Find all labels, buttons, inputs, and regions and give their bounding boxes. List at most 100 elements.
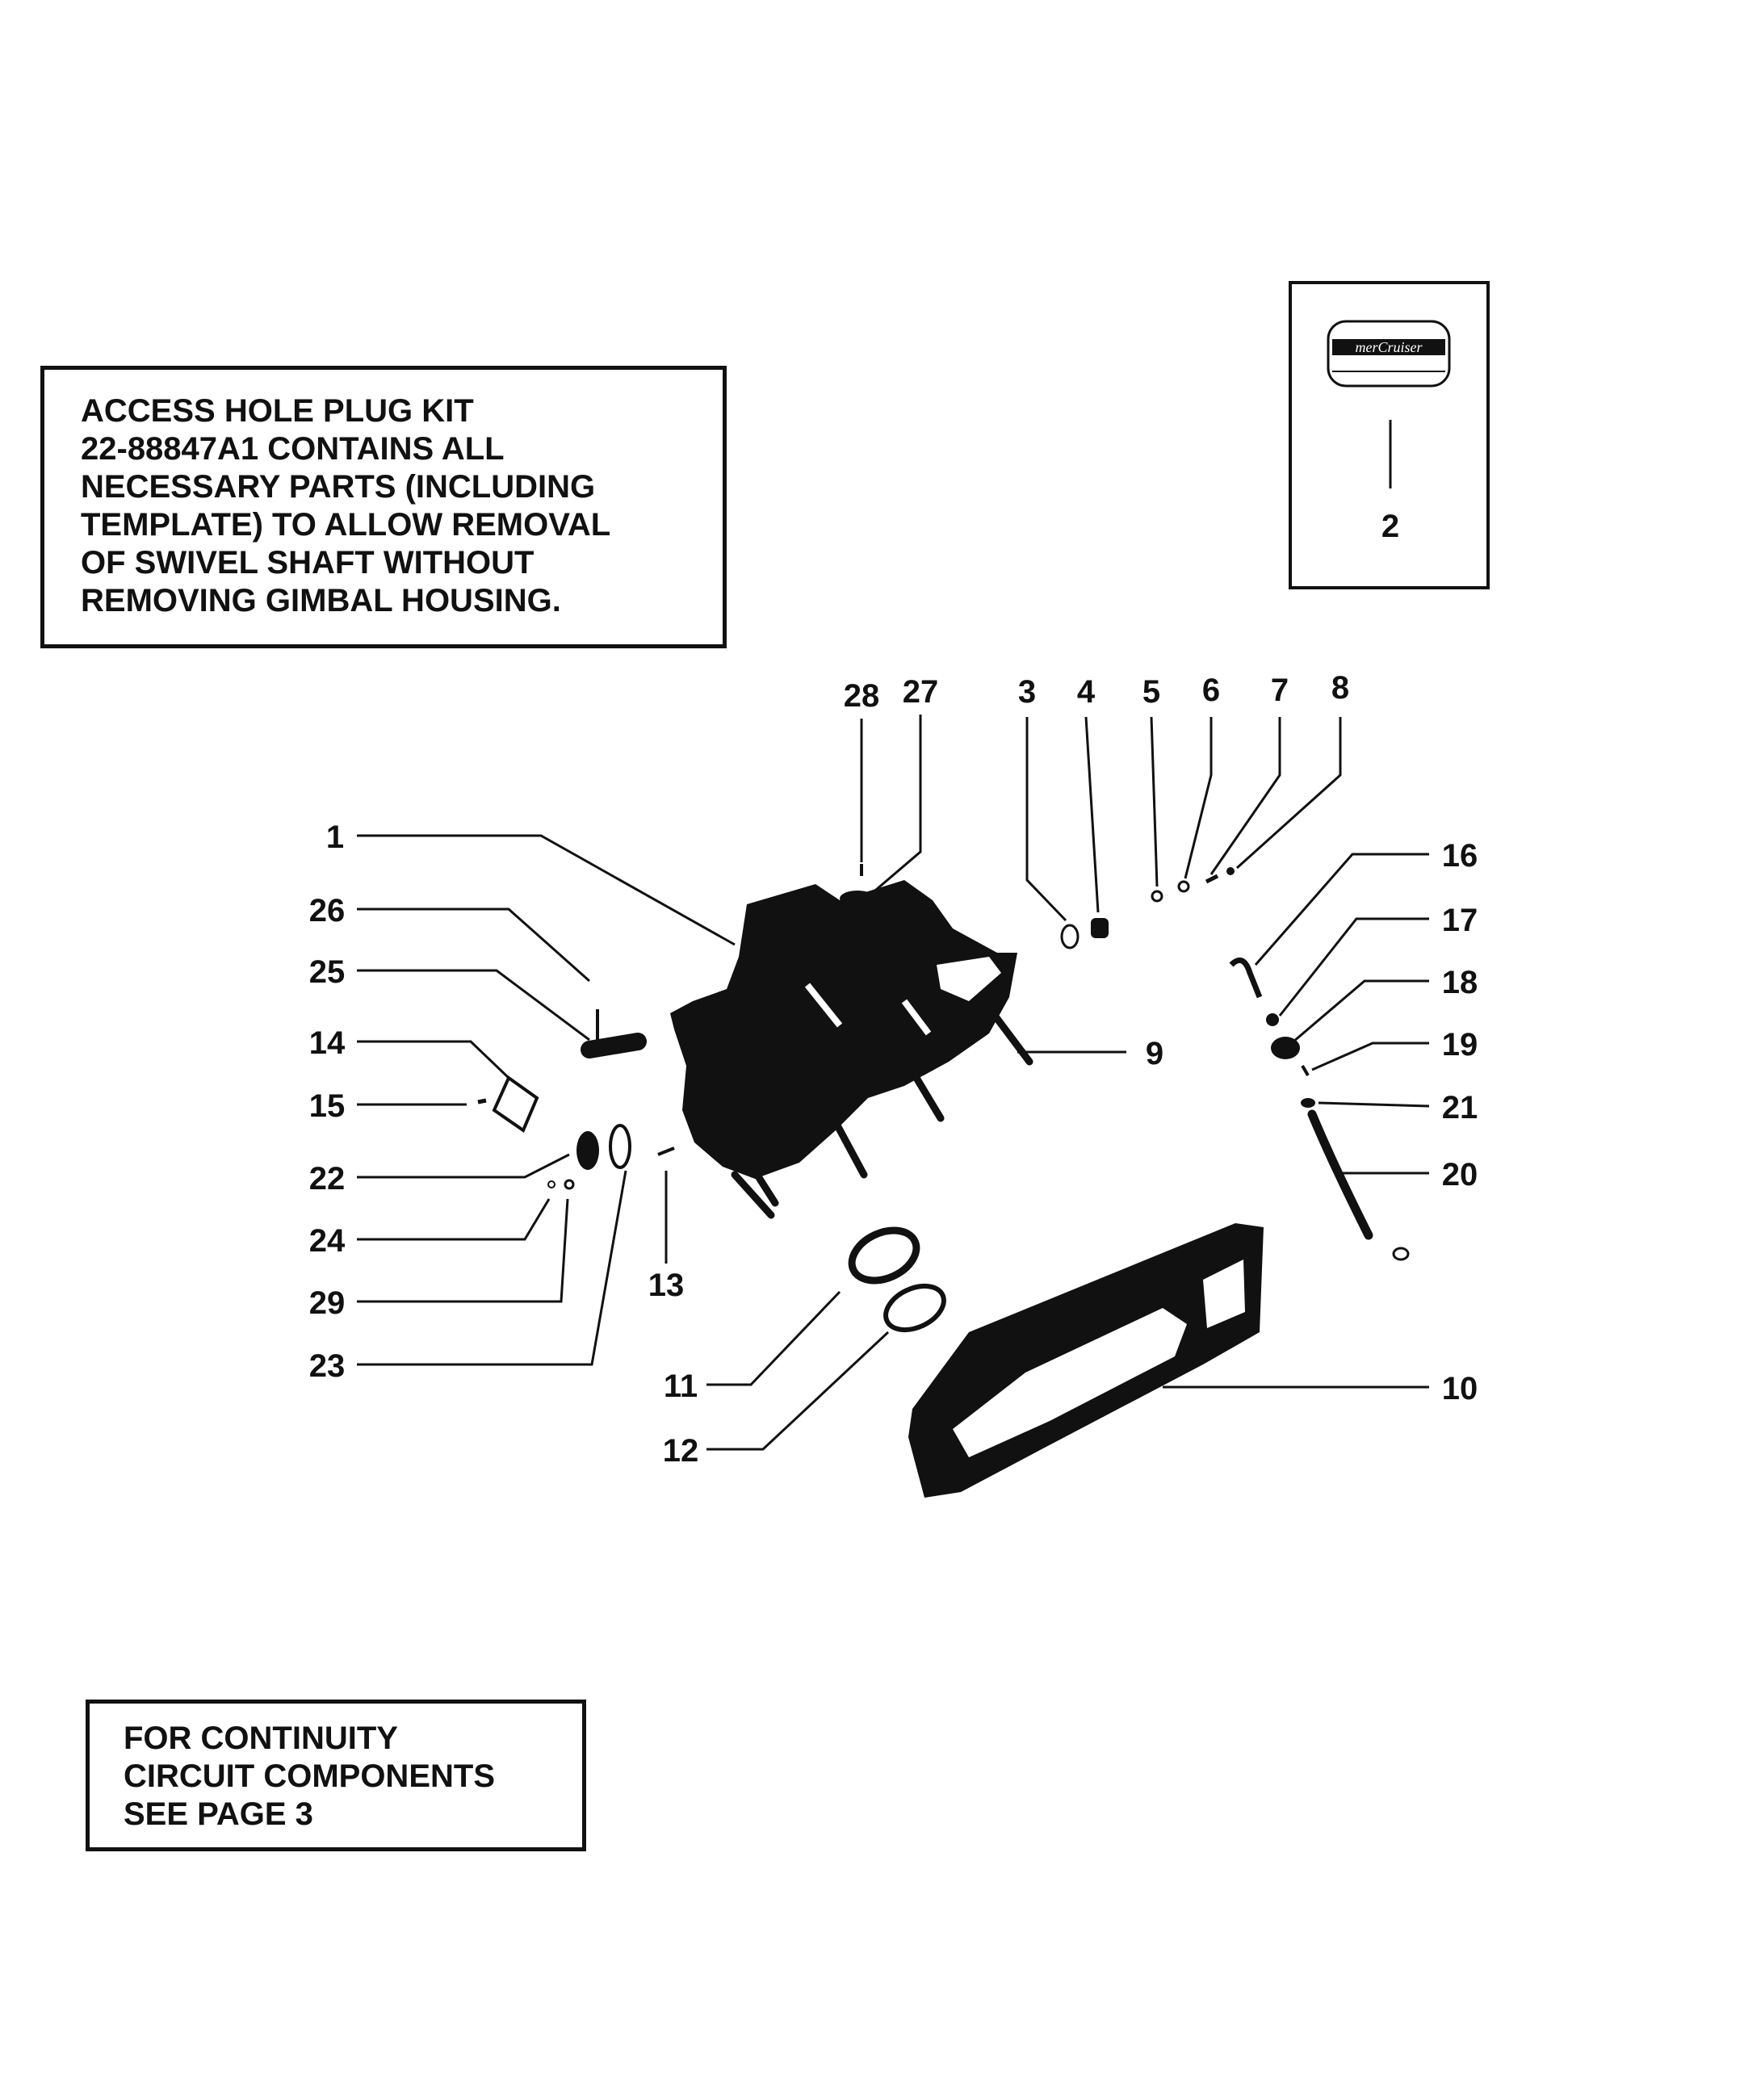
part-24 xyxy=(547,1180,555,1188)
small-parts xyxy=(477,864,1410,1333)
gimbal-housing-body xyxy=(670,880,1017,1179)
callout-8: 8 xyxy=(1331,670,1349,706)
callout-10: 10 xyxy=(1442,1371,1478,1406)
callout-4: 4 xyxy=(1077,674,1096,710)
note-line: OF SWIVEL SHAFT WITHOUT xyxy=(81,545,535,581)
decal-logo xyxy=(1327,320,1451,388)
callout-26: 26 xyxy=(309,893,346,928)
callout-21: 21 xyxy=(1442,1090,1478,1125)
gasket-opening xyxy=(953,1308,1187,1457)
callout-3: 3 xyxy=(1018,674,1036,710)
callout-16: 16 xyxy=(1442,838,1478,874)
gimbal-housing-highlight xyxy=(804,983,843,1028)
leader-line xyxy=(1278,917,1429,1016)
callout-18: 18 xyxy=(1442,965,1478,1000)
part-22 xyxy=(576,1131,599,1170)
leader-line xyxy=(1235,717,1342,870)
continuity-circuit-note: FOR CONTINUITY CIRCUIT COMPONENTS SEE PA… xyxy=(86,1700,586,1851)
note-line: NECESSARY PARTS (INCLUDING xyxy=(81,469,596,505)
note-line: SEE PAGE 3 xyxy=(124,1796,313,1832)
part-11 xyxy=(848,1226,920,1285)
decal-logo-band xyxy=(1332,339,1445,355)
leader-line xyxy=(1209,717,1281,875)
gasket-window xyxy=(1203,1260,1245,1328)
leader-line xyxy=(357,1153,570,1179)
leader-line xyxy=(357,907,590,983)
note-line: TEMPLATE) TO ALLOW REMOVAL xyxy=(81,507,611,543)
part-25 xyxy=(581,1033,647,1058)
leader-line xyxy=(357,1198,551,1241)
callout-7: 7 xyxy=(1271,673,1289,708)
note-line: ACCESS HOLE PLUG KIT xyxy=(81,393,474,429)
callout-25: 25 xyxy=(309,954,346,990)
leader-line xyxy=(706,1331,890,1451)
callout-9: 9 xyxy=(1146,1036,1163,1071)
callouts: 1 26 25 14 15 22 24 29 23 13 11 12 28 27… xyxy=(309,670,1478,1469)
part-4 xyxy=(1091,918,1109,938)
callout-24: 24 xyxy=(309,1223,346,1259)
stud xyxy=(989,1009,1033,1066)
part-27-ring xyxy=(840,891,875,907)
leaders xyxy=(357,715,1430,1451)
callout-15: 15 xyxy=(309,1088,346,1124)
part-6 xyxy=(1177,880,1190,893)
part-13 xyxy=(657,1146,675,1156)
part-19 xyxy=(1301,1064,1310,1077)
part-5 xyxy=(1151,890,1163,903)
part-23 xyxy=(609,1124,631,1169)
part-3 xyxy=(1060,924,1080,949)
part-18 xyxy=(1271,1037,1300,1059)
part-20 xyxy=(1307,1109,1373,1240)
callout-6: 6 xyxy=(1202,673,1220,708)
decal-part-2: merCruiser 2 xyxy=(1289,281,1490,589)
gimbal-housing-highlight xyxy=(937,957,1001,1001)
leader-line xyxy=(1184,717,1213,879)
callout-23: 23 xyxy=(309,1348,346,1384)
part-20-end xyxy=(1392,1247,1410,1261)
callout-14: 14 xyxy=(309,1025,346,1061)
stud xyxy=(912,1074,945,1122)
leader-line xyxy=(1150,716,1159,887)
callout-1: 1 xyxy=(326,819,344,855)
leader-line xyxy=(1318,1101,1430,1108)
callout-20: 20 xyxy=(1442,1157,1478,1193)
leader-line xyxy=(1293,979,1429,1043)
callout-13: 13 xyxy=(648,1268,685,1303)
part-15 xyxy=(477,1098,487,1104)
access-hole-plug-kit-note: ACCESS HOLE PLUG KIT 22-88847A1 CONTAINS… xyxy=(40,366,727,648)
decal-brand-text: merCruiser xyxy=(1355,339,1423,355)
stud xyxy=(743,1155,779,1207)
callout-28: 28 xyxy=(844,678,880,714)
leader-line xyxy=(1311,1042,1429,1071)
callout-11: 11 xyxy=(664,1369,698,1404)
callout-29: 29 xyxy=(309,1285,346,1321)
part-16 xyxy=(1229,957,1263,999)
callout-17: 17 xyxy=(1442,903,1478,938)
stud xyxy=(731,1171,775,1219)
callout-19: 19 xyxy=(1442,1027,1478,1063)
callout-27: 27 xyxy=(903,674,939,710)
part-12 xyxy=(883,1283,946,1333)
part-14 xyxy=(492,1075,539,1134)
note-line: CIRCUIT COMPONENTS xyxy=(124,1758,495,1794)
note-line: FOR CONTINUITY xyxy=(124,1721,398,1756)
leader-line xyxy=(1254,853,1429,966)
gimbal-housing-highlight xyxy=(901,999,932,1036)
note-line: 22-88847A1 CONTAINS ALL xyxy=(81,431,505,467)
leader-line xyxy=(357,1040,510,1079)
leader-line xyxy=(357,969,590,1042)
callout-22: 22 xyxy=(309,1161,346,1197)
leader-line xyxy=(1084,716,1100,913)
callout-2: 2 xyxy=(1381,509,1399,544)
gimbal-housing xyxy=(670,880,1017,1179)
part-21 xyxy=(1301,1098,1315,1108)
part-29 xyxy=(564,1179,575,1190)
studs xyxy=(731,1009,1033,1219)
part-17 xyxy=(1266,1013,1279,1026)
stud xyxy=(832,1118,868,1179)
part-8 xyxy=(1226,867,1235,875)
leader-line xyxy=(1025,717,1067,922)
gasket xyxy=(908,1223,1264,1498)
callout-12: 12 xyxy=(663,1433,699,1469)
